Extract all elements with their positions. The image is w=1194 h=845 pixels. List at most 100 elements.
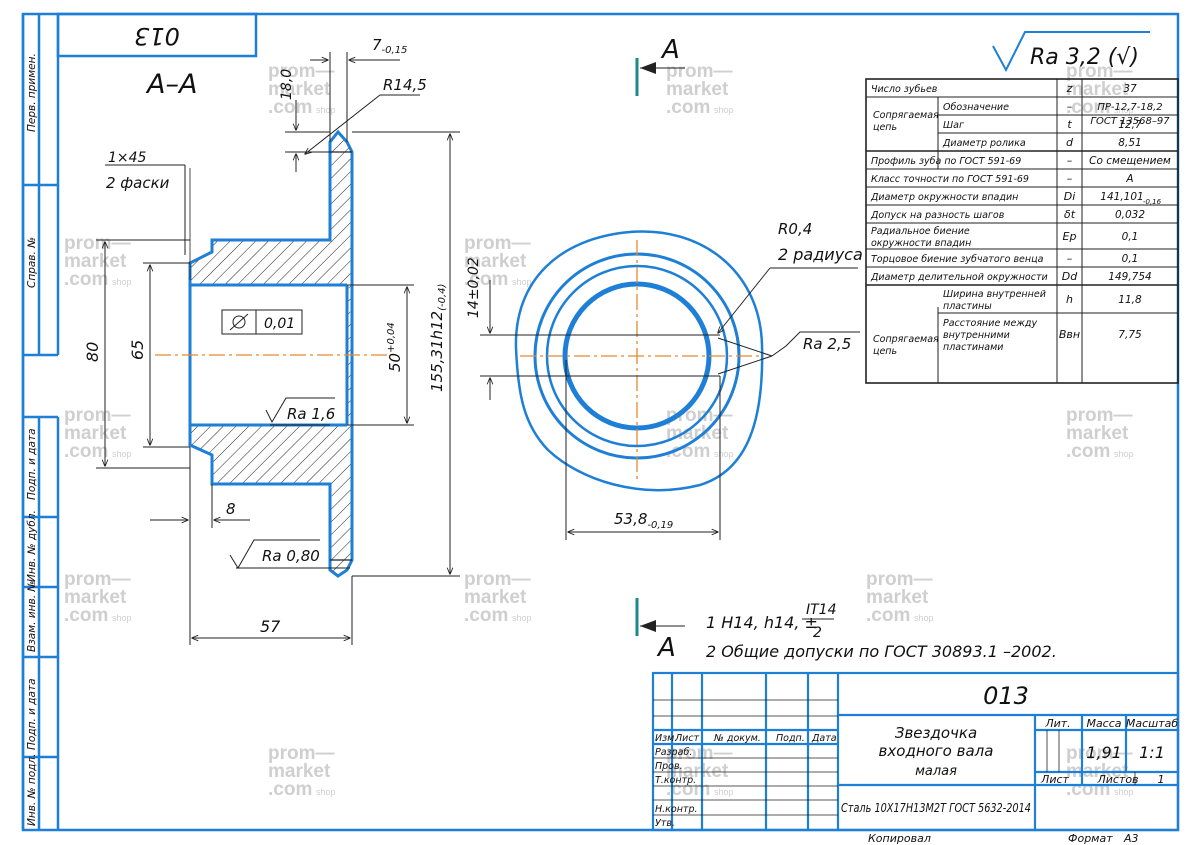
role-prov: Пров. — [655, 761, 683, 772]
scale-label: Масштаб — [1126, 717, 1178, 730]
format-label: Формат — [1068, 832, 1113, 845]
param-value: ПР-12,7-18,2 — [1097, 102, 1162, 113]
watermark-text: .com — [666, 441, 710, 462]
param-value: А — [1125, 173, 1133, 185]
param-value: 37 — [1123, 83, 1137, 95]
param-name-2: внутренними — [943, 330, 1010, 341]
watermark-text: prom— — [464, 569, 531, 590]
hdr-docum: № докум. — [713, 733, 761, 744]
strip-label-dubl: Инв. № дубл. — [26, 510, 38, 582]
watermark-shop: shop — [112, 613, 132, 623]
param-name: Шаг — [943, 120, 965, 131]
note-1: 1 H14, h14, ± — [706, 613, 818, 632]
watermark-text: prom— — [268, 743, 335, 764]
dim-chamfer-note: 2 фаски — [106, 174, 170, 192]
watermark-text: market — [268, 761, 331, 782]
param-value: Со смещением — [1089, 155, 1171, 167]
note-1-num: IT14 — [806, 602, 837, 618]
view-a: А А 14±0,02 R0,4 — [466, 35, 863, 663]
param-name: Профиль зуба по ГОСТ 591-69 — [871, 156, 1021, 167]
hdr-podp: Подп. — [776, 733, 805, 744]
param-name: Ширина внутренней — [943, 289, 1046, 300]
frame: Перв. примен. Справ. № Подп. и дата Инв.… — [21, 12, 1180, 832]
note-2: 2 Общие допуски по ГОСТ 30893.1 –2002. — [706, 642, 1057, 661]
mass-label: Масса — [1086, 717, 1121, 730]
param-name: Класс точности по ГОСТ 591-69 — [871, 174, 1029, 185]
top-left-designation: 013 — [134, 22, 180, 50]
param-symbol: Dd — [1062, 270, 1078, 283]
roughness-0-80: Ra 0,80 — [262, 547, 320, 565]
param-value: 8,51 — [1118, 137, 1141, 149]
dim-65: 65 — [128, 340, 147, 360]
watermark-text: prom— — [464, 233, 531, 254]
dim-14: 14±0,02 — [466, 257, 482, 318]
format-value: А3 — [1123, 832, 1139, 845]
watermark-text: prom— — [64, 233, 131, 254]
watermark-text: prom— — [666, 743, 733, 764]
watermark-shop: shop — [714, 105, 734, 115]
param-symbol: – — [1067, 172, 1073, 185]
roughness-1-6: Ra 1,6 — [287, 405, 335, 423]
watermark-text: prom— — [866, 569, 933, 590]
technical-notes: 1 H14, h14, ± IT14 2 2 Общие допуски по … — [706, 602, 1057, 661]
watermark-shop: shop — [112, 277, 132, 287]
param-symbol: – — [1067, 100, 1073, 113]
param-value: 11,8 — [1118, 294, 1142, 306]
mass-value: 1,91 — [1086, 743, 1122, 762]
watermark-text: market — [64, 251, 127, 272]
dim-53-8: 53,8-0,19 — [614, 510, 673, 531]
watermark-text: prom— — [64, 569, 131, 590]
watermark-text: market — [666, 79, 729, 100]
general-roughness: Ra 3,2 (√) — [992, 31, 1150, 73]
hdr-izm: Изм. — [655, 733, 677, 744]
param-symbol: t — [1067, 118, 1072, 131]
watermark-text: .com — [1066, 97, 1110, 118]
watermark-shop: shop — [714, 787, 734, 797]
role-utv: Утв. — [655, 818, 675, 829]
scale-value: 1:1 — [1139, 743, 1165, 762]
strip-label-podl: Инв. № подл. — [26, 754, 38, 826]
sheets-value: 1 — [1158, 773, 1165, 786]
param-name: Диаметр делительной окружности — [870, 272, 1048, 283]
strip-label-sprav: Справ. № — [26, 237, 38, 288]
watermark-text: .com — [268, 779, 312, 800]
material: Сталь 10Х17Н13М2Т ГОСТ 5632-2014 — [841, 800, 1031, 815]
param-symbol: z — [1066, 82, 1073, 95]
strip-label-podp2: Подп. и дата — [26, 678, 38, 750]
param-symbol: Ep — [1063, 230, 1077, 243]
roughness-2-5: Ra 2,5 — [803, 335, 851, 353]
hdr-data: Дата — [811, 733, 837, 744]
param-symbol: δt — [1064, 208, 1076, 221]
param-value: 0,1 — [1122, 231, 1139, 243]
param-name: Радиальное биение — [871, 226, 970, 237]
title-block: 013 Звездочка входного вала малая Сталь … — [651, 671, 1180, 845]
param-value: 7,75 — [1118, 329, 1142, 341]
role-razrab: Разраб. — [655, 747, 692, 758]
sheet-label: Лист — [1040, 773, 1069, 786]
role-tkontr: Т.контр. — [655, 775, 696, 786]
param-name-2: пластины — [943, 301, 992, 312]
sheets-label: Листов — [1096, 773, 1138, 786]
watermark-text: .com — [666, 97, 710, 118]
watermark-shop: shop — [316, 787, 336, 797]
watermark-text: prom— — [666, 61, 733, 82]
watermark-text: market — [268, 79, 331, 100]
param-name: Число зубьев — [871, 84, 938, 95]
watermark-shop: shop — [512, 613, 532, 623]
param-value-sub: -0,16 — [1143, 198, 1162, 206]
strip-label-podp1: Подп. и дата — [26, 428, 38, 500]
param-name-3: пластинами — [943, 342, 1003, 353]
param-name: Диаметр окружности впадин — [870, 192, 1018, 203]
param-name: Допуск на разность шагов — [870, 210, 1005, 221]
param-value: 141,101 — [1100, 191, 1143, 203]
watermark-3: prom—market.com shop — [64, 233, 132, 290]
watermark-text: .com — [64, 269, 108, 290]
